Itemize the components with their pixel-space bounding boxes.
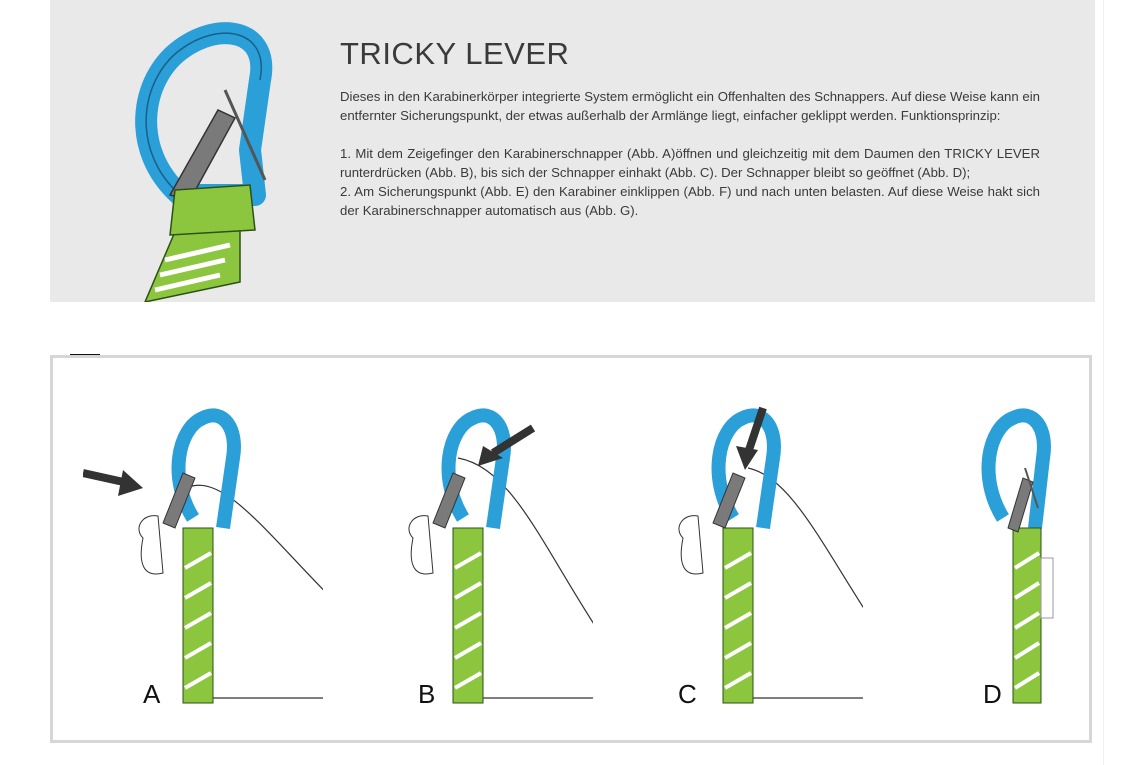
steps-panel: A B C [50, 355, 1092, 743]
page-edge [1103, 0, 1104, 765]
description-intro: Dieses in den Karabinerkörper integriert… [340, 89, 1040, 123]
figure-b: B [353, 398, 604, 718]
figure-label: C [678, 679, 697, 709]
figure-label: A [143, 679, 161, 709]
hand-carabiner-illustration [678, 406, 884, 704]
figure-label: B [418, 679, 436, 709]
description: Dieses in den Karabinerkörper integriert… [340, 87, 1040, 220]
figure-label: D [983, 679, 1002, 709]
figure-a: A [82, 398, 374, 718]
figure-d: D [913, 398, 1134, 718]
carabiner-illustration [981, 408, 1054, 704]
figure-c: C [623, 398, 884, 718]
page-title: TRICKY LEVER [340, 36, 570, 71]
hand-carabiner-illustration [82, 408, 374, 704]
carabiner-illustration [135, 22, 273, 302]
hand-carabiner-illustration [408, 408, 604, 704]
description-step-2: 2. Am Sicherungspunkt (Abb. E) den Karab… [340, 184, 1040, 218]
description-step-1: 1. Mit dem Zeigefinger den Karabinerschn… [340, 146, 1040, 180]
